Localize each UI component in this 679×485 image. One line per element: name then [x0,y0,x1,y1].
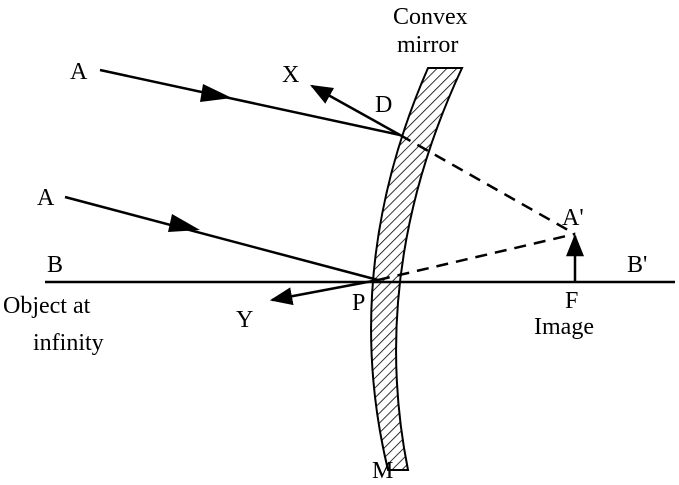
label-b: B [47,252,63,278]
ray-2-direction-arrow [168,214,200,232]
title-line2: mirror [397,32,458,58]
virtual-ray-1 [399,133,576,236]
label-y: Y [236,307,253,333]
title-line1: Convex [393,4,468,30]
label-f: F [565,288,578,314]
incident-ray-2 [64,195,379,282]
label-p: P [352,290,365,316]
reflected-ray-y [269,278,379,306]
label-x: X [282,62,299,88]
reflected-ray-x [310,84,401,137]
label-image: Image [534,314,594,340]
label-a-mid: A [37,185,55,211]
label-object-line2: infinity [33,330,104,356]
virtual-ray-2 [377,232,576,282]
ray-1-direction-arrow [200,84,232,102]
convex-mirror [370,67,464,471]
label-m: M [372,458,393,484]
incident-ray-1 [99,68,401,137]
label-b-prime: B' [627,252,647,278]
label-a-top: A [70,59,88,85]
label-object-line1: Object at [3,293,91,319]
label-a-prime: A' [562,205,584,231]
label-d: D [375,92,392,118]
